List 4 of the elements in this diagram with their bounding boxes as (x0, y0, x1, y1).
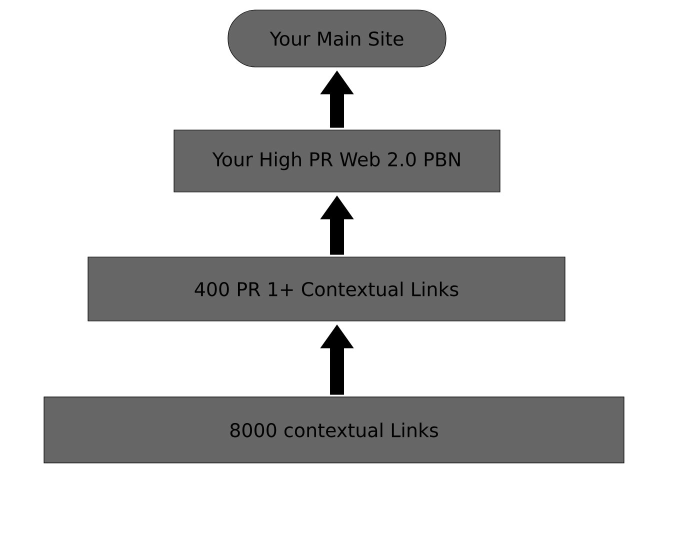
process-box: Your High PR Web 2.0 PBN (174, 130, 500, 192)
process-box: 400 PR 1+ Contextual Links (88, 256, 566, 322)
rounded-box: Your Main Site (228, 10, 446, 68)
process-box: 8000 contextual Links (44, 396, 624, 464)
